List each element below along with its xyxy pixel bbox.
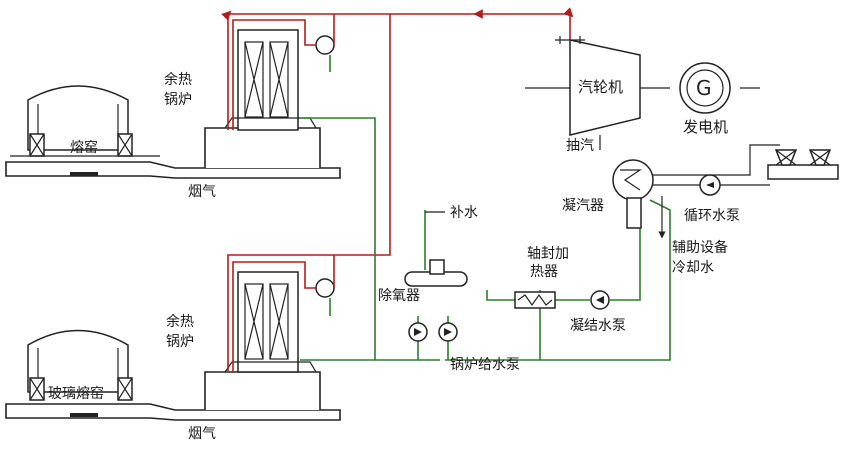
- makeup-water-label: 补水: [450, 205, 478, 221]
- waste-heat-boiler-top: 余热 锅炉: [164, 29, 335, 131]
- waste-heat-boiler-bottom: 余热 锅炉: [166, 271, 335, 373]
- cooling-tower-icon: [767, 149, 839, 180]
- water-lines: [300, 55, 671, 361]
- flue-duct-bottom: 烟气: [5, 371, 341, 442]
- steam-turbine: 汽轮机 抽汽: [525, 36, 760, 154]
- valve-icon: [559, 36, 581, 44]
- drum-top-icon: [315, 35, 335, 55]
- turbine-label: 汽轮机: [578, 78, 623, 96]
- extraction-label: 抽汽: [566, 138, 594, 154]
- aux-cooling-label-1: 辅助设备: [672, 239, 728, 256]
- gland-heater-label-1: 轴封加: [527, 246, 569, 262]
- aux-cooling-label-2: 冷却水: [672, 260, 714, 276]
- generator-label: 发电机: [683, 118, 728, 136]
- deaerator: 除氧器 补水: [378, 205, 478, 304]
- condensate-pump: 凝结水泵: [570, 290, 626, 334]
- boiler-bottom-label-1: 余热: [166, 313, 194, 330]
- boiler-top-label-1: 余热: [164, 71, 192, 88]
- furnace-bottom-label: 玻璃熔窑: [48, 385, 104, 402]
- boiler-bottom-label-2: 锅炉: [166, 334, 194, 350]
- furnace-top-label: 熔窑: [70, 139, 98, 156]
- drum-bottom-icon: [315, 278, 335, 298]
- flue-bottom-label: 烟气: [188, 426, 216, 442]
- condenser-label: 凝汽器: [562, 198, 604, 214]
- furnace-bottom: 玻璃熔窑: [27, 329, 133, 402]
- flue-top-label: 烟气: [188, 184, 216, 200]
- condensate-pump-label: 凝结水泵: [570, 318, 626, 334]
- condenser: 凝汽器: [562, 144, 780, 229]
- generator-g-icon: G: [696, 76, 712, 100]
- feed-pumps: 锅炉给水泵: [408, 322, 520, 373]
- gland-heater-label-2: 热器: [530, 264, 558, 280]
- circ-pump-label: 循环水泵: [684, 208, 740, 224]
- feed-pump-label: 锅炉给水泵: [450, 357, 520, 373]
- gland-steam-heater: 轴封加 热器: [514, 246, 569, 309]
- deaerator-label: 除氧器: [378, 288, 420, 304]
- steam-lines: [221, 7, 574, 372]
- boiler-top-label-2: 锅炉: [164, 92, 192, 108]
- generator: G 发电机: [679, 62, 731, 136]
- furnace-top: 熔窑: [10, 85, 160, 157]
- circulating-pump: 循环水泵 辅助设备 冷却水: [658, 174, 770, 276]
